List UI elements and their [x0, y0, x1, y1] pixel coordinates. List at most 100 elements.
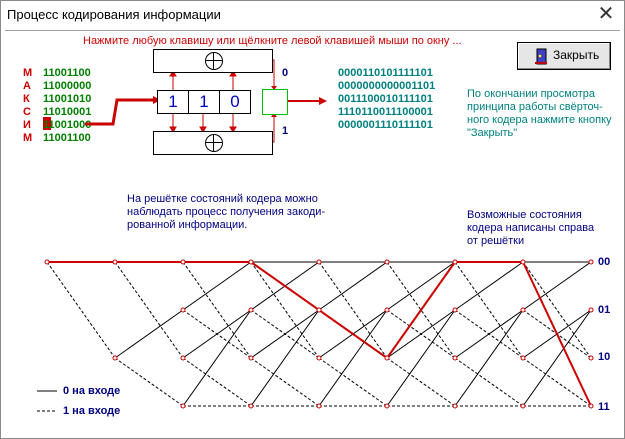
trellis-node	[384, 259, 390, 265]
trellis-node	[520, 355, 526, 361]
output-switch	[262, 89, 288, 115]
note-line: кодера написаны справа	[467, 222, 595, 234]
trellis-branch-input-1	[454, 309, 524, 359]
encoder-schematic	[85, 59, 327, 143]
register-cell: 0	[219, 90, 251, 114]
trellis-node	[248, 259, 254, 265]
input-bits-row: 11000000	[43, 80, 92, 92]
trellis-branch-input-0	[522, 261, 592, 311]
close-button-label: Закрыть	[553, 48, 600, 62]
trellis-branch-input-1	[182, 309, 252, 359]
trellis-node	[452, 355, 458, 361]
trellis-branch-input-0	[454, 261, 524, 311]
output-label-bottom: 1	[282, 125, 289, 137]
trellis-branch-input-1	[318, 357, 388, 407]
trellis-branch-input-0	[114, 309, 184, 359]
state-label: 10	[598, 351, 611, 363]
legend-lines	[37, 390, 57, 412]
note-line: "Закрыть"	[467, 127, 518, 139]
trellis-node	[112, 259, 118, 265]
note-line: от решётки	[467, 235, 525, 247]
input-bits-row: 11010001	[43, 106, 92, 118]
trellis-path-segment	[386, 261, 456, 359]
window-title: Процесс кодирования информации	[7, 7, 221, 22]
trellis-node	[316, 403, 322, 409]
note-line: По окончании просмотра	[467, 88, 595, 100]
letter: И	[23, 119, 31, 131]
trellis-node	[248, 307, 254, 313]
state-label: 01	[598, 304, 611, 316]
trellis-node	[316, 307, 322, 313]
trellis-branch-input-1	[522, 357, 592, 407]
output-bits-row: 0000000000001101	[338, 80, 436, 92]
trellis-branch-input-1	[250, 309, 320, 359]
input-arrow	[85, 98, 153, 126]
trellis-node	[248, 355, 254, 361]
trellis-node	[588, 355, 594, 361]
letter: К	[23, 93, 30, 105]
trellis-branch-input-0	[386, 261, 456, 311]
bottom-adder-block	[153, 131, 273, 155]
trellis-branch-input-0	[250, 309, 320, 407]
output-bits-row: 0011100010111101	[338, 93, 433, 105]
trellis-node	[384, 355, 390, 361]
trellis-branch-input-0	[182, 261, 252, 311]
note-line: На решётке состояний кодера можно	[127, 193, 318, 205]
trellis-branch-input-0	[454, 309, 524, 407]
close-button[interactable]: Закрыть	[517, 42, 611, 70]
trellis-node	[452, 403, 458, 409]
register-to-top-arrows	[169, 70, 237, 133]
door-exit-icon	[535, 48, 547, 65]
trellis-branch-input-1	[114, 357, 184, 407]
output-bits-row: 1110110011100001	[338, 106, 433, 118]
current-bit-marker	[43, 117, 51, 130]
legend-dashed-label: 1 на входе	[63, 405, 121, 417]
state-label: 00	[598, 256, 611, 268]
trellis-node	[520, 307, 526, 313]
note-line: наблюдать процесс получения закоди-	[127, 206, 326, 218]
title-bar: Процесс кодирования информации ✕	[1, 1, 624, 29]
trellis-node	[520, 259, 526, 265]
register-cell: 1	[157, 90, 189, 114]
trellis-node	[248, 403, 254, 409]
trellis-branch-input-1	[386, 309, 456, 359]
state-label: 11	[598, 401, 610, 413]
xor-icon	[205, 134, 223, 152]
client-area[interactable]: Нажмите любую клавишу или щёлкните левой…	[5, 30, 620, 436]
instruction-text: Нажмите любую клавишу или щёлкните левой…	[83, 35, 462, 47]
input-bits-row: 11001010	[43, 93, 92, 105]
trellis-branch-input-1	[250, 357, 320, 407]
trellis-node	[180, 355, 186, 361]
letter: А	[23, 80, 31, 92]
trellis-node	[452, 307, 458, 313]
trellis-branch-input-1	[182, 357, 252, 407]
trellis-diagram	[44, 259, 594, 409]
trellis-node	[316, 259, 322, 265]
letter: М	[23, 67, 33, 79]
trellis-node	[180, 403, 186, 409]
trellis-branch-input-0	[318, 309, 388, 407]
note-line: принципа работы свёрточ-	[467, 101, 603, 113]
letter: М	[23, 132, 33, 144]
trellis-path-segment	[522, 261, 592, 407]
top-adder-block	[153, 49, 273, 73]
input-bits-row: 11001000	[43, 119, 92, 131]
output-label-top: 0	[282, 67, 289, 79]
divider	[5, 30, 620, 34]
trellis-branch-input-0	[522, 309, 592, 407]
trellis-branch-input-0	[318, 261, 388, 311]
trellis-node	[44, 259, 50, 265]
trellis-node	[112, 355, 118, 361]
output-bits-row: 0000001110111101	[338, 119, 433, 131]
output-bits-row: 0000110101111101	[338, 67, 433, 79]
trellis-node	[588, 307, 594, 313]
trellis-node	[384, 307, 390, 313]
close-icon[interactable]: ✕	[597, 3, 615, 25]
trellis-branch-input-0	[182, 309, 252, 407]
trellis-branch-input-0	[386, 309, 456, 407]
legend-solid-label: 0 на входе	[63, 385, 121, 397]
trellis-node	[452, 259, 458, 265]
letter: С	[23, 106, 31, 118]
trellis-node	[180, 307, 186, 313]
